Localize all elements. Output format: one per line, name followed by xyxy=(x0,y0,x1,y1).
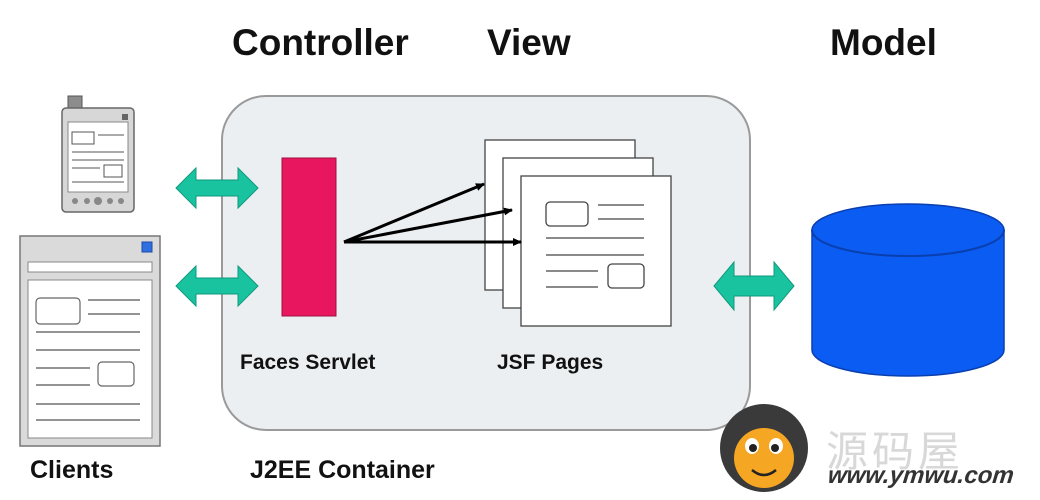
view-heading: View xyxy=(487,22,571,63)
dispatch-arrow-2 xyxy=(343,207,513,244)
pda-device-icon xyxy=(61,95,135,213)
controller-heading: Controller xyxy=(232,22,409,63)
double-arrow-model-icon xyxy=(713,260,795,312)
j2ee-container-label: J2EE Container xyxy=(250,456,435,484)
faces-servlet-label: Faces Servlet xyxy=(240,351,376,374)
faces-servlet-block xyxy=(281,157,337,317)
jsf-page-stack-icon xyxy=(484,139,672,327)
watermark-text: 源码屋 xyxy=(826,427,965,476)
clients-label: Clients xyxy=(30,456,114,484)
database-cylinder-icon xyxy=(811,203,1005,377)
watermark-url: www.ymwu.com xyxy=(826,462,1016,489)
double-arrow-pda-icon xyxy=(175,166,259,210)
monkey-mascot-icon xyxy=(720,404,808,492)
dispatch-arrow-1 xyxy=(343,182,485,244)
jsf-pages-label: JSF Pages xyxy=(497,351,604,374)
model-heading: Model xyxy=(830,22,937,63)
double-arrow-browser-icon xyxy=(175,264,259,308)
browser-window-icon xyxy=(19,235,161,447)
